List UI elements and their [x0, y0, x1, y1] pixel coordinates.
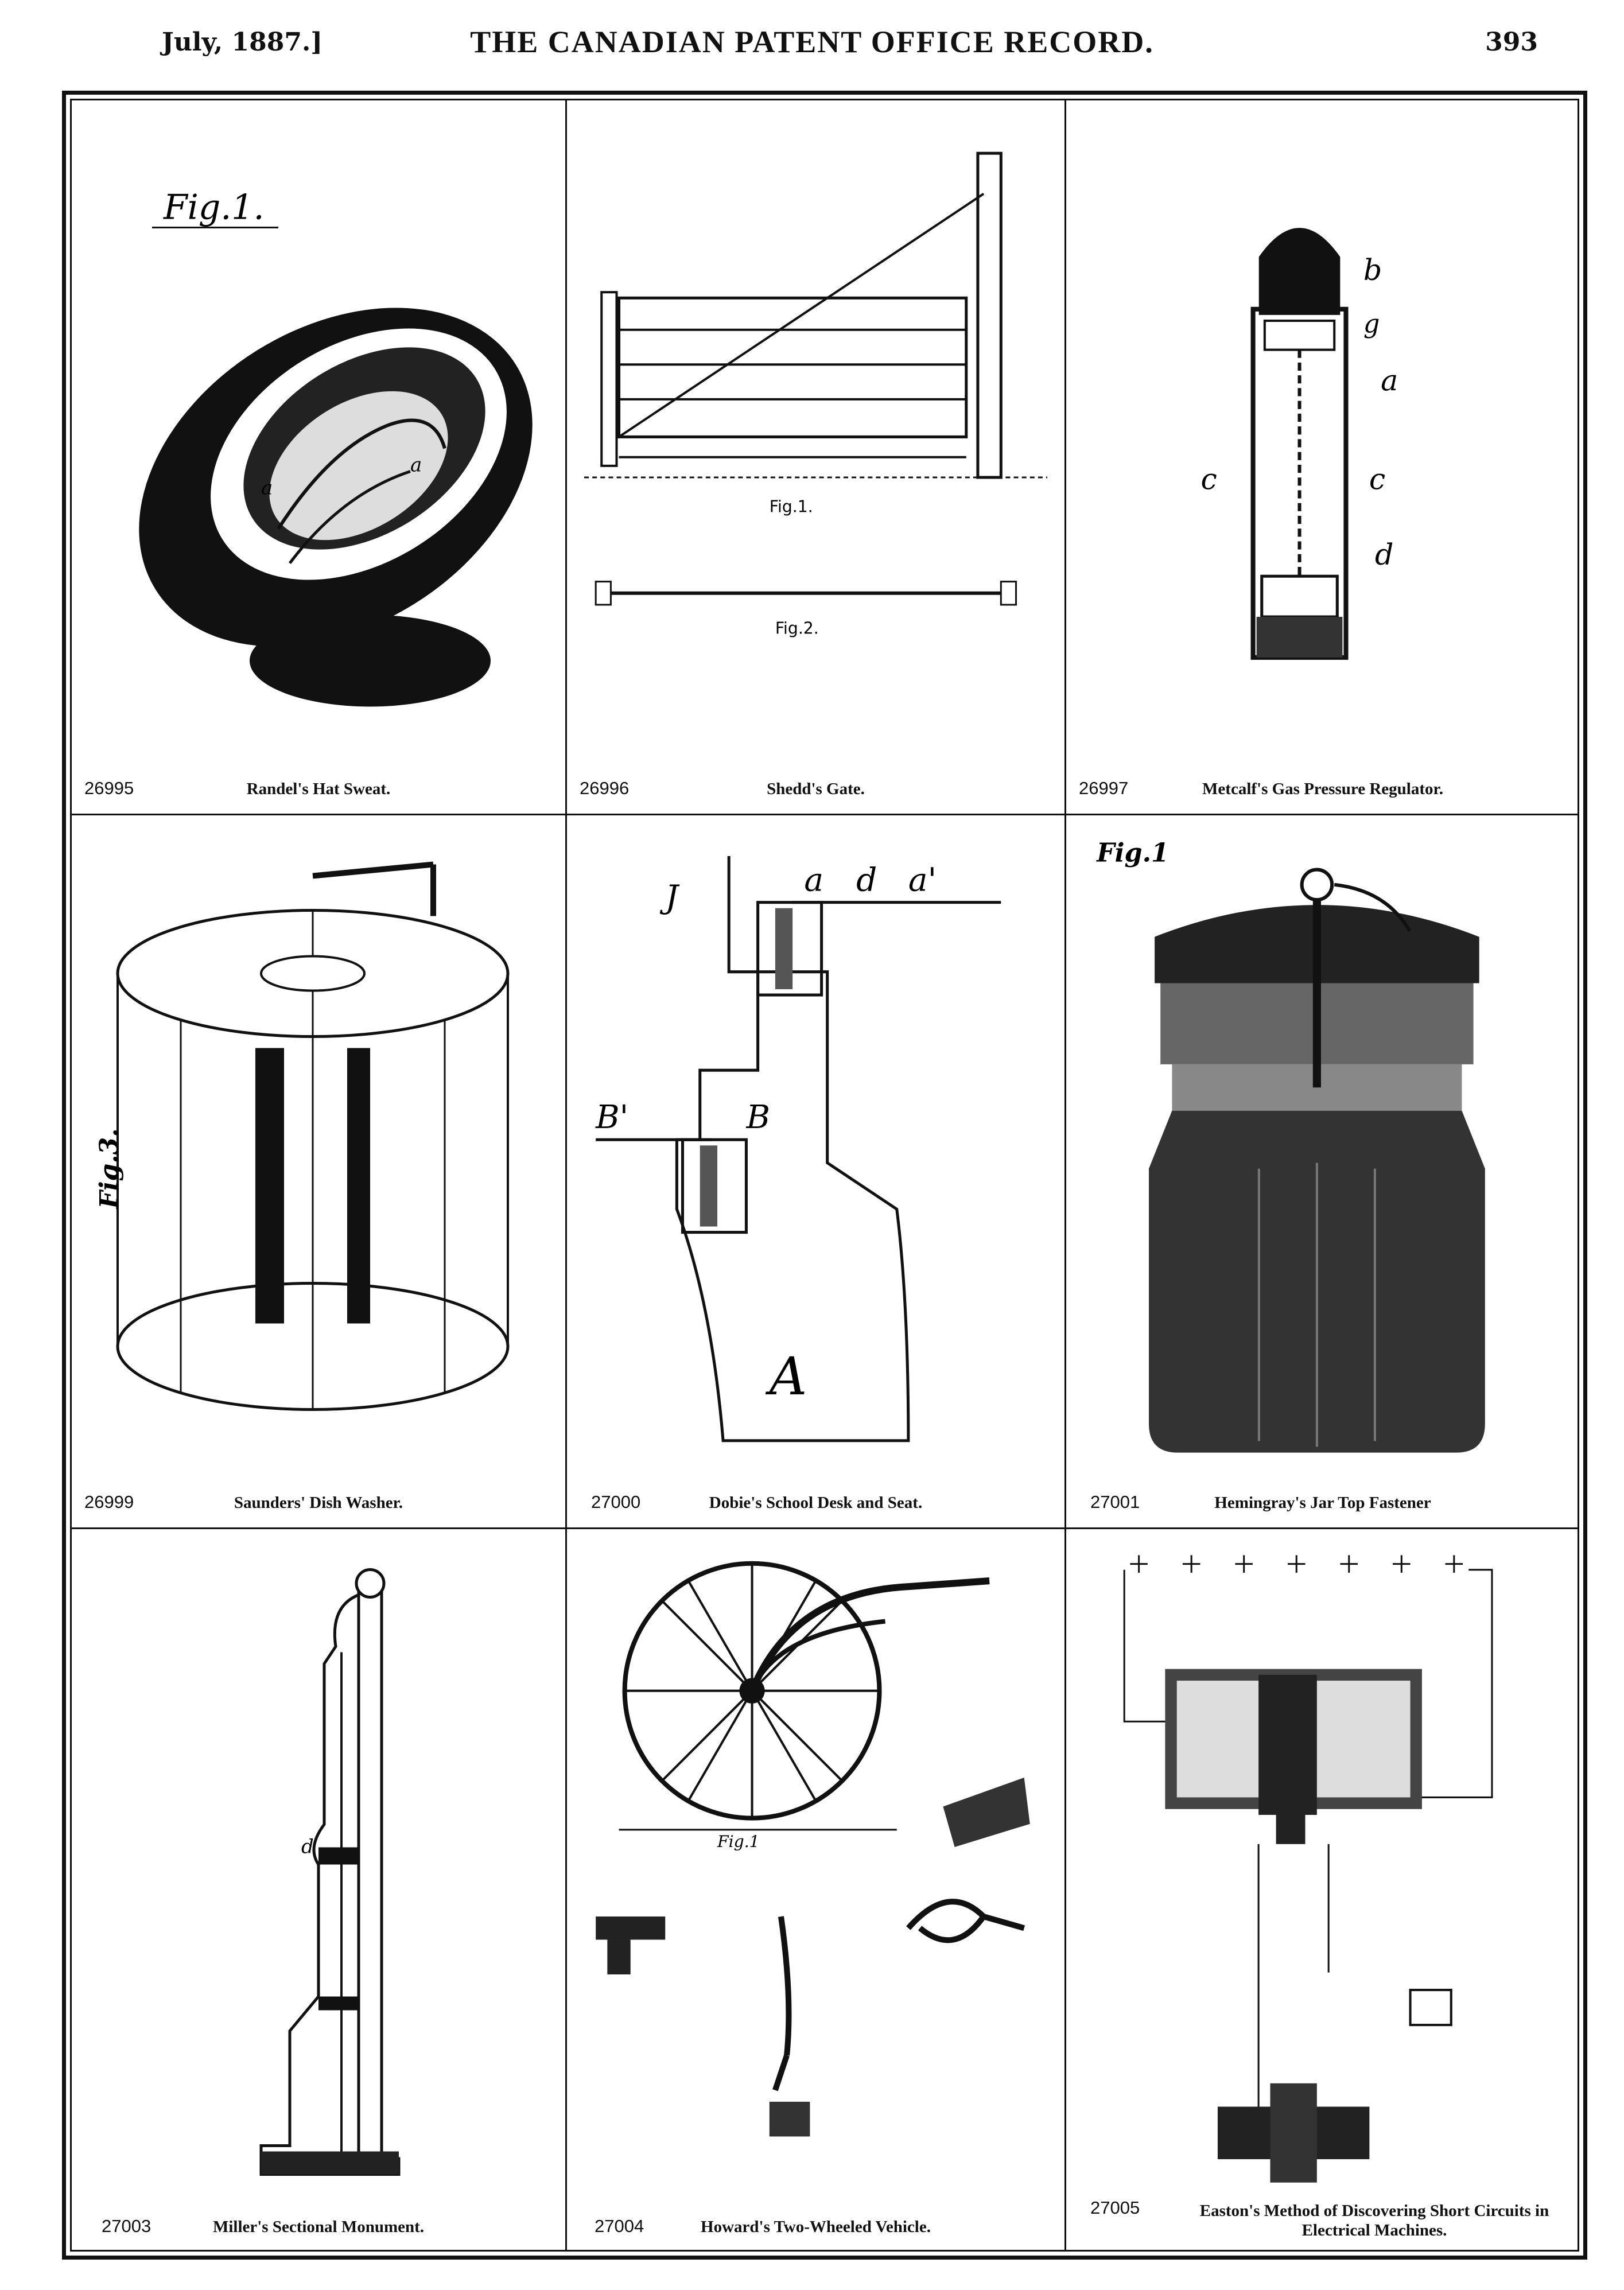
- dish-washer-illustration: Fig.3.: [89, 838, 548, 1476]
- patent-number: 27001: [1090, 1492, 1140, 1512]
- svg-text:a: a: [1381, 363, 1398, 397]
- svg-text:J: J: [659, 879, 680, 916]
- svg-text:d: d: [1375, 538, 1393, 571]
- svg-text:c: c: [1201, 462, 1217, 496]
- svg-text:a: a: [410, 454, 422, 477]
- patent-title: Miller's Sectional Monument.: [212, 2218, 425, 2236]
- patent-cell-26996: Fig.1. Fig.2. 26996 Shedd's Gate.: [567, 100, 1064, 814]
- patent-number: 27000: [591, 1492, 641, 1512]
- caption: 27001 Hemingray's Jar Top Fastener: [1066, 1484, 1579, 1513]
- patent-title: Howard's Two-Wheeled Vehicle.: [701, 2218, 931, 2236]
- short-circuit-method-illustration: [1083, 1552, 1562, 2183]
- caption: 27004 Howard's Two-Wheeled Vehicle.: [567, 2208, 1064, 2237]
- patent-number: 26997: [1079, 778, 1129, 798]
- caption: 27005 Easton's Method of Discovering Sho…: [1066, 2194, 1579, 2240]
- patent-cell-27003: d 27003 Miller's Sectional Monument.: [72, 1529, 565, 2252]
- svg-text:B': B': [595, 1099, 628, 1136]
- caption: 27003 Miller's Sectional Monument.: [72, 2208, 565, 2237]
- caption: 26999 Saunders' Dish Washer.: [72, 1484, 565, 1513]
- grid-divider-horizontal-2: [70, 1527, 1579, 1529]
- publication-title: THE CANADIAN PATENT OFFICE RECORD.: [470, 25, 1154, 59]
- fig-label: Fig.1.: [163, 188, 265, 228]
- patent-title: Shedd's Gate.: [767, 780, 865, 798]
- sectional-monument-illustration: d: [89, 1552, 548, 2200]
- fig-label: Fig.1: [717, 1832, 760, 1851]
- grid-divider-vertical-2: [1064, 99, 1066, 2252]
- caption: 26996 Shedd's Gate.: [567, 770, 1064, 799]
- patent-number: 26995: [84, 778, 134, 798]
- gas-regulator-illustration: b g a c c d: [1083, 123, 1562, 762]
- svg-text:a: a: [804, 861, 823, 899]
- patent-number: 27003: [102, 2216, 151, 2236]
- patent-cell-27004: Fig.1 27004 Howard's Two-Wheeled Vehicle…: [567, 1529, 1064, 2252]
- patent-title: Metcalf's Gas Pressure Regulator.: [1202, 780, 1443, 798]
- patent-number: 26996: [580, 778, 630, 798]
- svg-text:A: A: [766, 1347, 807, 1407]
- fig-label: Fig.1: [1095, 838, 1169, 868]
- patent-cell-27005: 27005 Easton's Method of Discovering Sho…: [1066, 1529, 1579, 2252]
- patent-number: 27004: [595, 2216, 644, 2236]
- patent-title: Hemingray's Jar Top Fastener: [1214, 1494, 1431, 1512]
- patent-number: 26999: [84, 1492, 134, 1512]
- jar-fastener-illustration: Fig.1: [1083, 838, 1562, 1476]
- grid-divider-vertical-1: [565, 99, 567, 2252]
- svg-text:g: g: [1363, 309, 1380, 339]
- hat-sweat-illustration: Fig.1. a a: [89, 123, 548, 762]
- grid-divider-horizontal-1: [70, 814, 1579, 815]
- gate-illustration: Fig.1. Fig.2.: [584, 123, 1047, 762]
- caption: 27000 Dobie's School Desk and Seat.: [567, 1484, 1064, 1513]
- fig-label-1: Fig.1.: [770, 497, 813, 516]
- fig-label: Fig.3.: [95, 1129, 124, 1210]
- svg-text:d: d: [301, 1836, 314, 1859]
- page-frame-inner: [70, 99, 1579, 2252]
- patent-cell-27001: Fig.1 27001 Hemingray's Jar Top Fastener: [1066, 815, 1579, 1527]
- patent-title: Dobie's School Desk and Seat.: [709, 1494, 923, 1512]
- patent-cell-26997: b g a c c d 26997 Metcalf's Gas Pressure…: [1066, 100, 1579, 814]
- patent-cell-27000: a d a' J B' B A 27000 Dobie's School Des…: [567, 815, 1064, 1527]
- svg-text:d: d: [856, 861, 877, 899]
- svg-text:a': a': [908, 861, 937, 899]
- patent-title: Saunders' Dish Washer.: [234, 1494, 403, 1512]
- svg-text:B: B: [745, 1099, 770, 1136]
- patent-cell-26995: Fig.1. a a 26995 Randel's Hat Sweat.: [72, 100, 565, 814]
- caption: 26995 Randel's Hat Sweat.: [72, 770, 565, 799]
- patent-number: 27005: [1090, 2198, 1140, 2218]
- svg-text:c: c: [1369, 462, 1385, 496]
- caption: 26997 Metcalf's Gas Pressure Regulator.: [1066, 770, 1579, 799]
- patent-title: Easton's Method of Discovering Short Cir…: [1199, 2202, 1549, 2240]
- issue-date: July, 1887.]: [162, 28, 323, 57]
- page-number: 393: [1485, 28, 1538, 57]
- svg-text:b: b: [1363, 253, 1382, 287]
- patent-cell-26999: Fig.3. 26999 Saunders' Dish Washer.: [72, 815, 565, 1527]
- page-frame-outer: [62, 91, 1587, 2260]
- school-desk-illustration: a d a' J B' B A: [584, 838, 1047, 1476]
- fig-label-2: Fig.2.: [775, 619, 819, 637]
- two-wheeled-vehicle-illustration: Fig.1: [584, 1552, 1047, 2200]
- page-header: July, 1887.] THE CANADIAN PATENT OFFICE …: [0, 25, 1624, 68]
- patent-title: Randel's Hat Sweat.: [246, 780, 391, 798]
- svg-text:a: a: [261, 477, 273, 500]
